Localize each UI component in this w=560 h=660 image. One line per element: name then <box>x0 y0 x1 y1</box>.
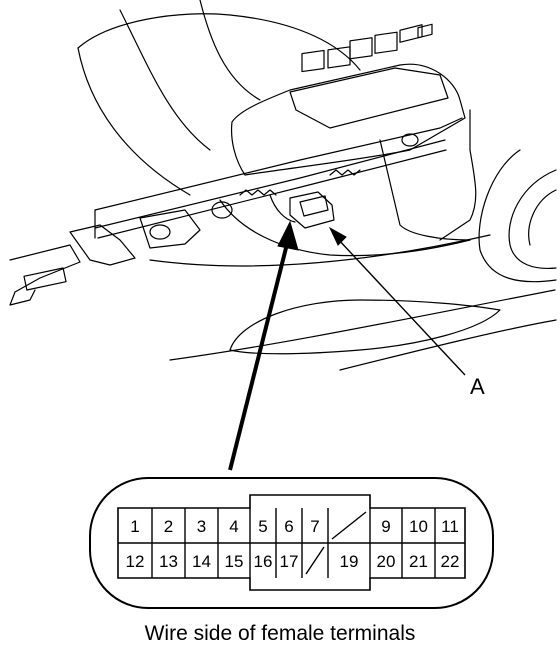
clip-1 <box>149 224 171 240</box>
trim-bracket-2 <box>139 209 201 249</box>
terminal-number: 10 <box>409 517 428 536</box>
terminal-number: 4 <box>229 517 238 536</box>
terminal-cell-lines <box>151 508 436 578</box>
trim-strip-left <box>9 244 81 306</box>
door-panel-curve-2 <box>119 9 211 151</box>
connector-face <box>89 477 494 609</box>
dash-vertical <box>439 109 477 241</box>
armrest-curve <box>229 299 501 355</box>
terminal-number: 16 <box>254 552 273 571</box>
terminal-number: 11 <box>441 517 459 536</box>
trim-strip-lower <box>97 149 447 239</box>
lower-floor-line <box>339 319 557 371</box>
trim-teeth <box>239 169 361 196</box>
terminal-number: 7 <box>310 517 319 536</box>
door-panel-curve <box>77 47 191 196</box>
terminal-number: 6 <box>284 517 293 536</box>
callout-arrows <box>228 220 466 471</box>
unused-terminal-marks <box>305 511 367 575</box>
console-side <box>219 199 471 257</box>
switch-lock-button <box>399 24 423 43</box>
door-trim-line <box>199 0 261 101</box>
unused-terminal-slash <box>305 546 325 575</box>
trim-strip-bottom <box>94 139 446 229</box>
terminal-number: 13 <box>159 552 178 571</box>
switch-button-3 <box>349 37 373 60</box>
terminal-number: 15 <box>225 552 244 571</box>
terminal-number: 9 <box>381 517 390 536</box>
trim-strip-top <box>94 117 463 211</box>
leader-a-line <box>336 237 466 376</box>
terminal-number: 22 <box>441 552 460 571</box>
terminal-number: 19 <box>340 552 359 571</box>
dash-inner <box>379 139 471 241</box>
console-lower-curve <box>149 234 491 267</box>
trim-bracket <box>69 224 136 266</box>
clip-3 <box>401 133 419 147</box>
arrow-to-connector-shaft <box>228 239 290 471</box>
switch-body <box>230 63 466 176</box>
vehicle-door-illustration <box>9 0 557 371</box>
switch-panel <box>289 67 449 129</box>
leader-a-head <box>328 226 347 246</box>
connector-a-body <box>289 191 335 229</box>
terminal-number: 14 <box>192 552 211 571</box>
terminal-number: 21 <box>409 552 428 571</box>
door-panel-outline <box>77 13 361 71</box>
diagram-caption: Wire side of female terminals <box>144 622 416 645</box>
console-lower-curve-2 <box>169 289 556 361</box>
terminal-number: 5 <box>258 517 267 536</box>
callout-label-a: A <box>470 374 485 399</box>
terminal-number: 3 <box>197 517 206 536</box>
terminal-number: 2 <box>164 517 173 536</box>
terminal-number: 1 <box>130 517 139 536</box>
connector-housing <box>89 477 494 609</box>
arrow-to-connector-head <box>277 220 299 251</box>
right-trim-outer <box>478 149 557 283</box>
switch-button-1 <box>301 49 325 73</box>
trim-strip-slot <box>23 267 67 291</box>
terminal-number: 17 <box>280 552 299 571</box>
clip-2 <box>211 201 233 219</box>
switch-button-4 <box>374 31 398 54</box>
terminal-number: 20 <box>377 552 396 571</box>
terminal-number: 12 <box>126 552 145 571</box>
right-trim-inner <box>508 169 557 270</box>
connector-a-face <box>299 195 329 217</box>
harness-wire <box>269 194 296 223</box>
right-trim-inner-2 <box>528 189 557 246</box>
switch-lock-button-2 <box>417 23 433 39</box>
unused-terminal-slash <box>331 511 367 540</box>
